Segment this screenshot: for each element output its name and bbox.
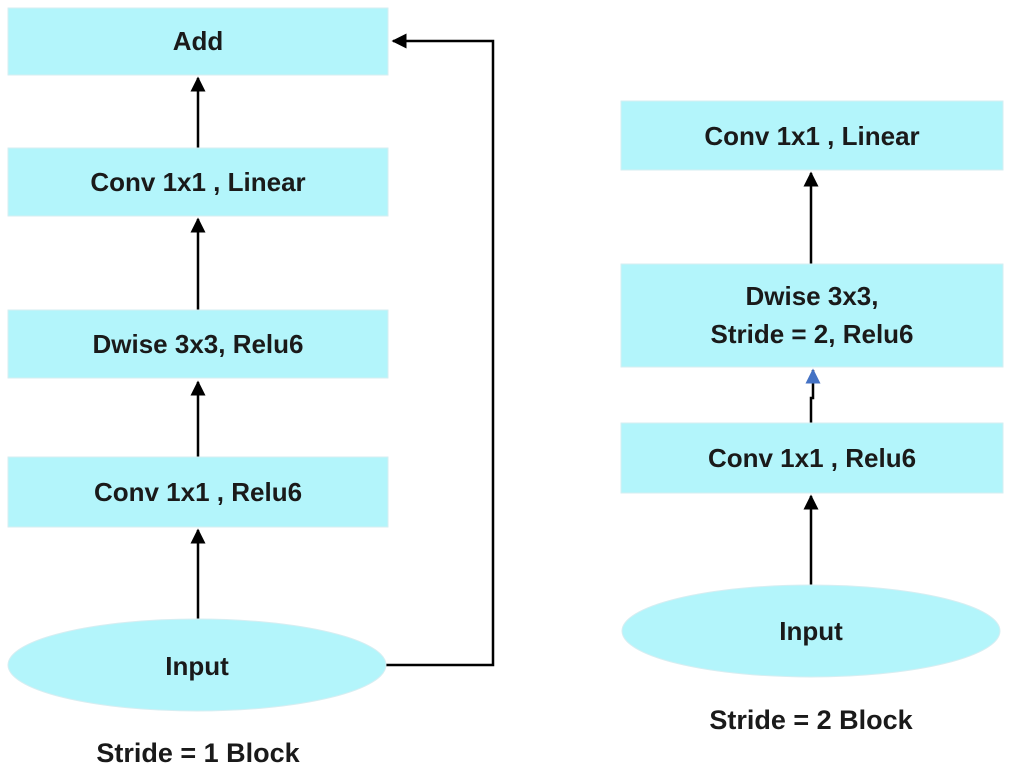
node-input-label: Input	[165, 651, 229, 681]
node-add-label: Add	[173, 26, 224, 56]
node-conv-linear-label: Conv 1x1 , Linear	[704, 121, 919, 151]
node-conv-linear: Conv 1x1 , Linear	[7, 147, 389, 217]
edge-skip-connection	[386, 33, 495, 667]
node-conv-relu-label: Conv 1x1 , Relu6	[94, 477, 302, 507]
node-conv-relu-label: Conv 1x1 , Relu6	[708, 443, 916, 473]
node-input: Input	[621, 584, 1001, 678]
edge-conv-relu-to-dwise	[805, 368, 821, 423]
node-add: Add	[7, 7, 389, 76]
node-dwise-label: Dwise 3x3, Relu6	[93, 329, 304, 359]
node-dwise-label-line1: Dwise 3x3,	[746, 281, 879, 311]
stride2-caption: Stride = 2 Block	[709, 705, 913, 735]
node-input: Input	[7, 618, 387, 712]
stride1-block: Add Conv 1x1 , Linear Dwise 3x3, Relu6 C…	[7, 7, 495, 768]
node-dwise: Dwise 3x3, Stride = 2, Relu6	[620, 263, 1004, 368]
node-conv-relu: Conv 1x1 , Relu6	[7, 456, 389, 528]
node-conv-relu: Conv 1x1 , Relu6	[620, 422, 1004, 494]
stride1-caption: Stride = 1 Block	[96, 738, 300, 768]
node-conv-linear-label: Conv 1x1 , Linear	[90, 167, 305, 197]
node-dwise-label-line2: Stride = 2, Relu6	[710, 319, 913, 349]
node-dwise: Dwise 3x3, Relu6	[7, 309, 389, 379]
node-conv-linear: Conv 1x1 , Linear	[620, 100, 1004, 171]
node-input-label: Input	[779, 616, 843, 646]
stride2-block: Conv 1x1 , Linear Dwise 3x3, Stride = 2,…	[620, 100, 1004, 735]
